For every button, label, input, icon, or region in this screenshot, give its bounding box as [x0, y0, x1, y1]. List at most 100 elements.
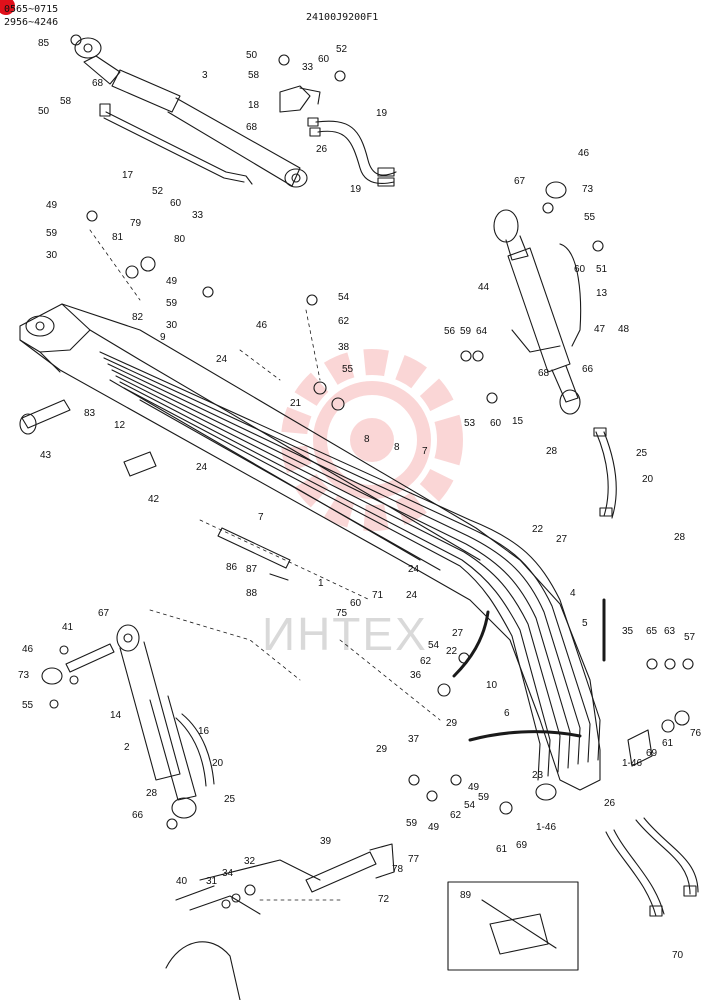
pin-39	[305, 843, 395, 893]
part-label: 35	[622, 626, 634, 637]
part-label: 59	[166, 298, 178, 309]
hoses-25-20	[593, 427, 617, 519]
part-label: 24	[408, 564, 420, 575]
part-label: 67	[514, 176, 526, 187]
watermark-gear-logo	[281, 349, 463, 531]
part-label: 50	[246, 50, 258, 61]
arm-cylinder-top	[74, 37, 308, 188]
part-label: 68	[246, 122, 258, 133]
part-label: 25	[224, 794, 236, 805]
part-label: 57	[684, 632, 696, 643]
part-label: 33	[192, 210, 204, 221]
part-label: 50	[38, 106, 50, 117]
part-label: 60	[318, 54, 330, 65]
part-label: 36	[410, 670, 422, 681]
part-label: 19	[376, 108, 388, 119]
small-fittings	[49, 34, 694, 909]
part-label: 52	[336, 44, 348, 55]
part-label: 27	[556, 534, 568, 545]
part-label: 60	[574, 264, 586, 275]
part-label: 33	[302, 62, 314, 73]
pin-41	[41, 643, 115, 685]
part-label: 43	[40, 450, 52, 461]
part-label: 26	[316, 144, 328, 155]
part-label: 69	[646, 748, 658, 759]
part-label: 55	[584, 212, 596, 223]
part-label: 23	[532, 770, 544, 781]
part-label: 58	[248, 70, 260, 81]
part-label: 39	[320, 836, 332, 847]
part-label: 67	[98, 608, 110, 619]
part-label: 22	[446, 646, 458, 657]
part-label: 89	[460, 890, 472, 901]
part-label: 78	[392, 864, 404, 875]
part-label: 53	[464, 418, 476, 429]
part-label: 63	[664, 626, 676, 637]
part-label: 49	[428, 822, 440, 833]
part-label: 24	[196, 462, 208, 473]
part-label: 29	[446, 718, 458, 729]
part-label: 38	[338, 342, 350, 353]
corner-badge	[0, 0, 15, 15]
part-label: 25	[636, 448, 648, 459]
part-label: 65	[646, 626, 658, 637]
part-label: 37	[408, 734, 420, 745]
part-label: 73	[18, 670, 30, 681]
rod-17	[99, 103, 253, 185]
part-label: 29	[376, 744, 388, 755]
part-label: 3	[202, 70, 208, 81]
part-label: 79	[130, 218, 142, 229]
part-label: 6	[504, 708, 510, 719]
part-label: 66	[132, 810, 144, 821]
part-label: 13	[596, 288, 608, 299]
part-label: 72	[378, 894, 390, 905]
part-label: 21	[290, 398, 302, 409]
part-label: 51	[596, 264, 608, 275]
part-label: 42	[148, 494, 160, 505]
part-label: 85	[38, 38, 50, 49]
boom-cylinder-2	[116, 624, 215, 819]
part-label: 40	[176, 876, 188, 887]
part-label: 61	[496, 844, 508, 855]
part-label: 1-46	[536, 822, 556, 833]
part-label: 10	[486, 680, 498, 691]
part-label: 71	[372, 590, 384, 601]
part-label: 18	[248, 100, 260, 111]
leader-dashes	[89, 229, 441, 901]
part-label: 46	[578, 148, 590, 159]
part-label: 58	[60, 96, 72, 107]
part-label: 4	[570, 588, 576, 599]
part-label: 1-46	[622, 758, 642, 769]
part-label: 20	[642, 474, 654, 485]
part-label: 15	[512, 416, 524, 427]
part-label: 87	[246, 564, 258, 575]
part-label: 24	[406, 590, 418, 601]
bucket-cylinder-44	[493, 181, 582, 415]
part-label: 20	[212, 758, 224, 769]
part-label: 30	[166, 320, 178, 331]
pin-42	[123, 451, 157, 477]
part-label: 41	[62, 622, 74, 633]
part-label: 7	[422, 446, 428, 457]
hoses-19	[307, 117, 397, 187]
part-label: 30	[46, 250, 58, 261]
part-label: 77	[408, 854, 420, 865]
part-label: 14	[110, 710, 122, 721]
part-label: 27	[452, 628, 464, 639]
part-label: 49	[46, 200, 58, 211]
part-label: 80	[174, 234, 186, 245]
part-label: 47	[594, 324, 606, 335]
part-label: 1	[318, 578, 324, 589]
part-label: 49	[166, 276, 178, 287]
part-label: 54	[338, 292, 350, 303]
part-label: 62	[420, 656, 432, 667]
part-label: 62	[450, 810, 462, 821]
part-label: 68	[538, 368, 550, 379]
part-label: 24	[216, 354, 228, 365]
part-label: 49	[468, 782, 480, 793]
part-label: 52	[152, 186, 164, 197]
line-art	[19, 34, 699, 1000]
part-label: 54	[428, 640, 440, 651]
